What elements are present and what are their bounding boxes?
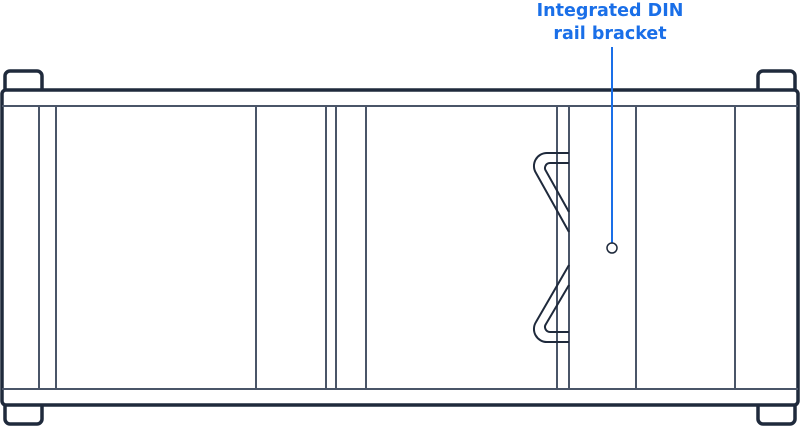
- callout-line-2: rail bracket: [553, 24, 667, 44]
- callout-anchor-point: [606, 242, 618, 254]
- device-body: [0, 88, 800, 407]
- callout-label: Integrated DIN rail bracket: [500, 0, 720, 46]
- din-rail-clip: [532, 151, 570, 344]
- corner-feet: [3, 69, 797, 426]
- callout-line-1: Integrated DIN: [536, 1, 684, 21]
